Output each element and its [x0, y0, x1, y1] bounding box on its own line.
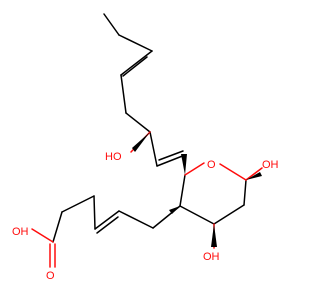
ring-bond [213, 204, 245, 225]
bond [93, 195, 96, 230]
bond [120, 50, 153, 76]
bond [118, 34, 153, 52]
bond [61, 195, 95, 213]
bonds [31, 13, 263, 268]
double-bond-inner [122, 56, 148, 77]
wedge-bond [181, 154, 187, 175]
wedge-bond [132, 132, 150, 152]
bond [156, 154, 186, 167]
atom-label-oh-anomeric: OH [262, 159, 279, 171]
atom-label-ring-oxygen: O [207, 159, 216, 171]
double-bond-inner [96, 216, 119, 234]
bond-acid-oh [31, 228, 54, 243]
bond-anomeric-oh [245, 167, 263, 181]
atom-label-oh-ring-bottom: OH [203, 251, 220, 263]
atom-label-oh-acid: OH [12, 226, 29, 238]
molecule-diagram: HO O OH OH OH O [12, 13, 279, 282]
double-bond-inner [158, 150, 184, 161]
bond [52, 211, 63, 243]
bond [149, 131, 158, 167]
ring-bond [179, 205, 215, 225]
ring-bond [243, 179, 247, 206]
atom-labels: HO O OH OH OH O [12, 151, 279, 282]
wedge-bond [211, 224, 217, 247]
bond [103, 13, 120, 36]
wedge-bond [169, 206, 180, 214]
ring-bond [179, 174, 186, 207]
wedge-bond [246, 172, 262, 180]
ring-bond-oxygen [184, 162, 205, 176]
bond [94, 210, 120, 230]
stereo-wedges [132, 132, 262, 247]
bond [118, 210, 154, 229]
atom-label-o-carbonyl: O [46, 270, 55, 282]
atom-label-ho-side-chain: HO [105, 151, 122, 163]
ring-bond-oxygen [219, 163, 247, 181]
bond [125, 112, 151, 133]
bond [120, 74, 127, 114]
